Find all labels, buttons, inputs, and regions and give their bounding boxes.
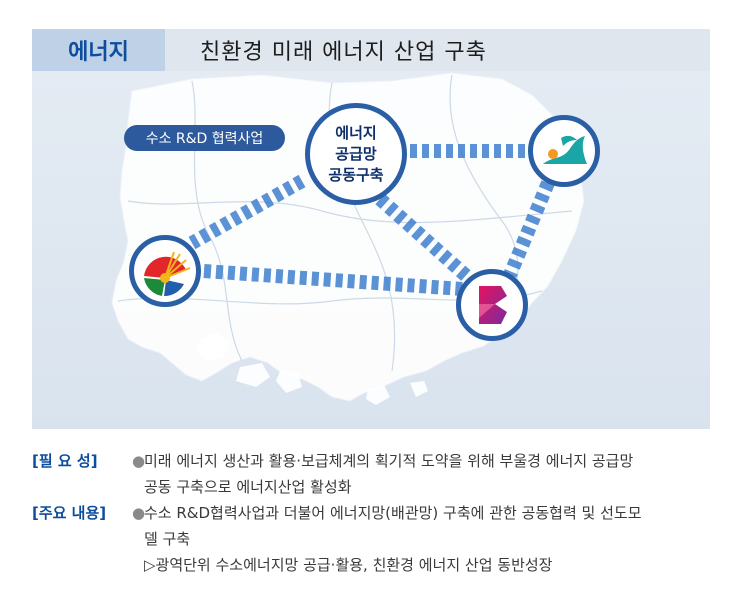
hub-line-2: 공급망 [335, 144, 377, 163]
map-island [276, 371, 302, 393]
bullet-icon: ● [132, 452, 146, 470]
map-island [236, 363, 270, 387]
main-text-line3: ▷광역단위 수소에너지망 공급·활용, 친환경 에너지 산업 동반성장 [144, 556, 553, 574]
section-title: 친환경 미래 에너지 산업 구축 [200, 40, 487, 65]
info-section: [필 요 성] ● 미래 에너지 생산과 활용·보급체계의 획기적 도약을 위해… [32, 448, 722, 578]
need-row-cont: 공동 구축으로 에너지산업 활성화 [32, 474, 722, 500]
need-text-line2: 공동 구축으로 에너지산업 활성화 [144, 478, 352, 496]
section-header: 에너지 친환경 미래 에너지 산업 구축 [32, 29, 710, 71]
busan-logo-icon [144, 251, 191, 297]
map-panel: 수소 R&D 협력사업 에너지 공급망 공동구축 [32, 71, 710, 429]
main-label: [주요 내용] [32, 504, 107, 522]
bullet-icon: ● [132, 504, 146, 522]
ulsan-logo-icon [543, 135, 587, 164]
right-node [528, 115, 600, 187]
main-row-cont: 델 구축 [32, 526, 722, 552]
hub-line-1: 에너지 [335, 123, 377, 142]
main-row: [주요 내용] ● 수소 R&D협력사업과 더불어 에너지망(배관망) 구축에 … [32, 500, 722, 526]
connector-hub-left [188, 174, 306, 250]
connector-right-bottomright [503, 180, 555, 278]
main-row-sub: ▷광역단위 수소에너지망 공급·활용, 친환경 에너지 산업 동반성장 [32, 552, 722, 578]
need-text-line1: 미래 에너지 생산과 활용·보급체계의 획기적 도약을 위해 부울경 에너지 공… [144, 452, 634, 470]
category-tag: 에너지 [32, 29, 165, 71]
map-island [366, 385, 390, 405]
main-text-line1: 수소 R&D협력사업과 더불어 에너지망(배관망) 구축에 관한 공동협력 및 … [144, 504, 642, 522]
left-node [129, 235, 201, 307]
gyeongnam-logo-icon [479, 286, 507, 324]
energy-hub-circle: 에너지 공급망 공동구축 [305, 103, 407, 205]
need-label: [필 요 성] [32, 452, 98, 470]
map-island [196, 333, 230, 361]
need-row: [필 요 성] ● 미래 에너지 생산과 활용·보급체계의 획기적 도약을 위해… [32, 448, 722, 474]
pill-label: 수소 R&D 협력사업 [145, 131, 264, 147]
connector-lines [188, 144, 555, 296]
connector-hub-bottomright [375, 193, 477, 287]
hydrogen-rnd-pill: 수소 R&D 협력사업 [124, 125, 285, 151]
main-text-line2: 델 구축 [144, 530, 191, 548]
hub-line-3: 공동구축 [328, 165, 384, 184]
map-island [410, 381, 428, 397]
bottomright-node [456, 269, 528, 341]
